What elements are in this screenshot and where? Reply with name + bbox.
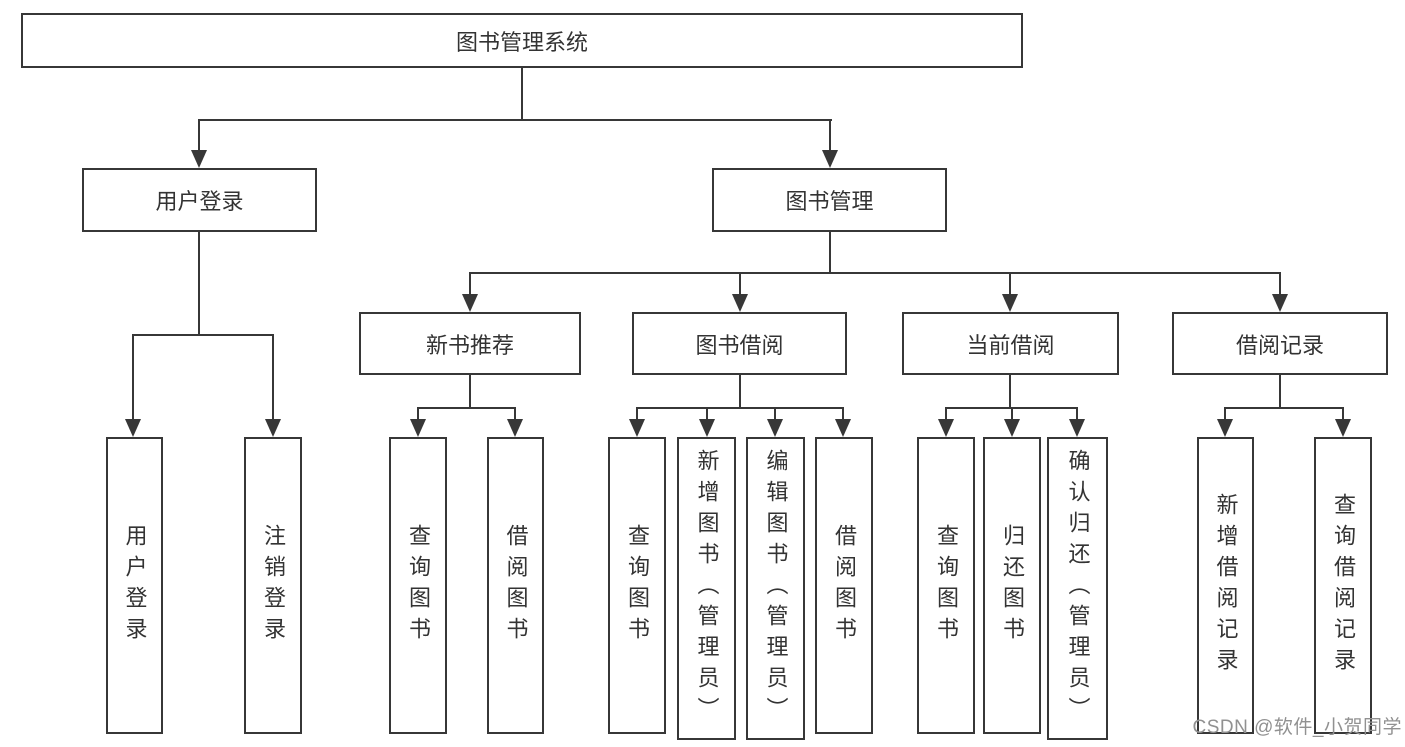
leaf-query-books-borrow: 查询图书 (608, 437, 666, 734)
leaf-query-books-recommend: 查询图书 (389, 437, 447, 734)
leaf-add-book-admin: 新增图书（管理员） (677, 437, 736, 740)
node-book-management: 图书管理 (712, 168, 947, 232)
watermark: CSDN @软件_小贺同学 (1192, 717, 1402, 738)
node-book-borrow: 图书借阅 (632, 312, 847, 375)
leaf-edit-book-admin: 编辑图书（管理员） (746, 437, 805, 740)
node-root: 图书管理系统 (21, 13, 1023, 68)
edge-arrowheads (125, 150, 1351, 437)
leaf-query-borrow-record: 查询借阅记录 (1314, 437, 1372, 734)
node-user-login: 用户登录 (82, 168, 317, 232)
leaf-return-book: 归还图书 (983, 437, 1041, 734)
node-current-borrow: 当前借阅 (902, 312, 1119, 375)
leaf-add-borrow-record: 新增借阅记录 (1197, 437, 1254, 734)
leaf-user-login: 用户登录 (106, 437, 163, 734)
node-borrow-records: 借阅记录 (1172, 312, 1388, 375)
leaf-borrow-books-borrow: 借阅图书 (815, 437, 873, 734)
leaf-query-books-current: 查询图书 (917, 437, 975, 734)
edge-lines (132, 68, 1344, 421)
leaf-borrow-books-recommend: 借阅图书 (487, 437, 544, 734)
node-new-book-recommend: 新书推荐 (359, 312, 581, 375)
leaf-logout: 注销登录 (244, 437, 302, 734)
leaf-confirm-return-admin: 确认归还（管理员） (1047, 437, 1108, 740)
